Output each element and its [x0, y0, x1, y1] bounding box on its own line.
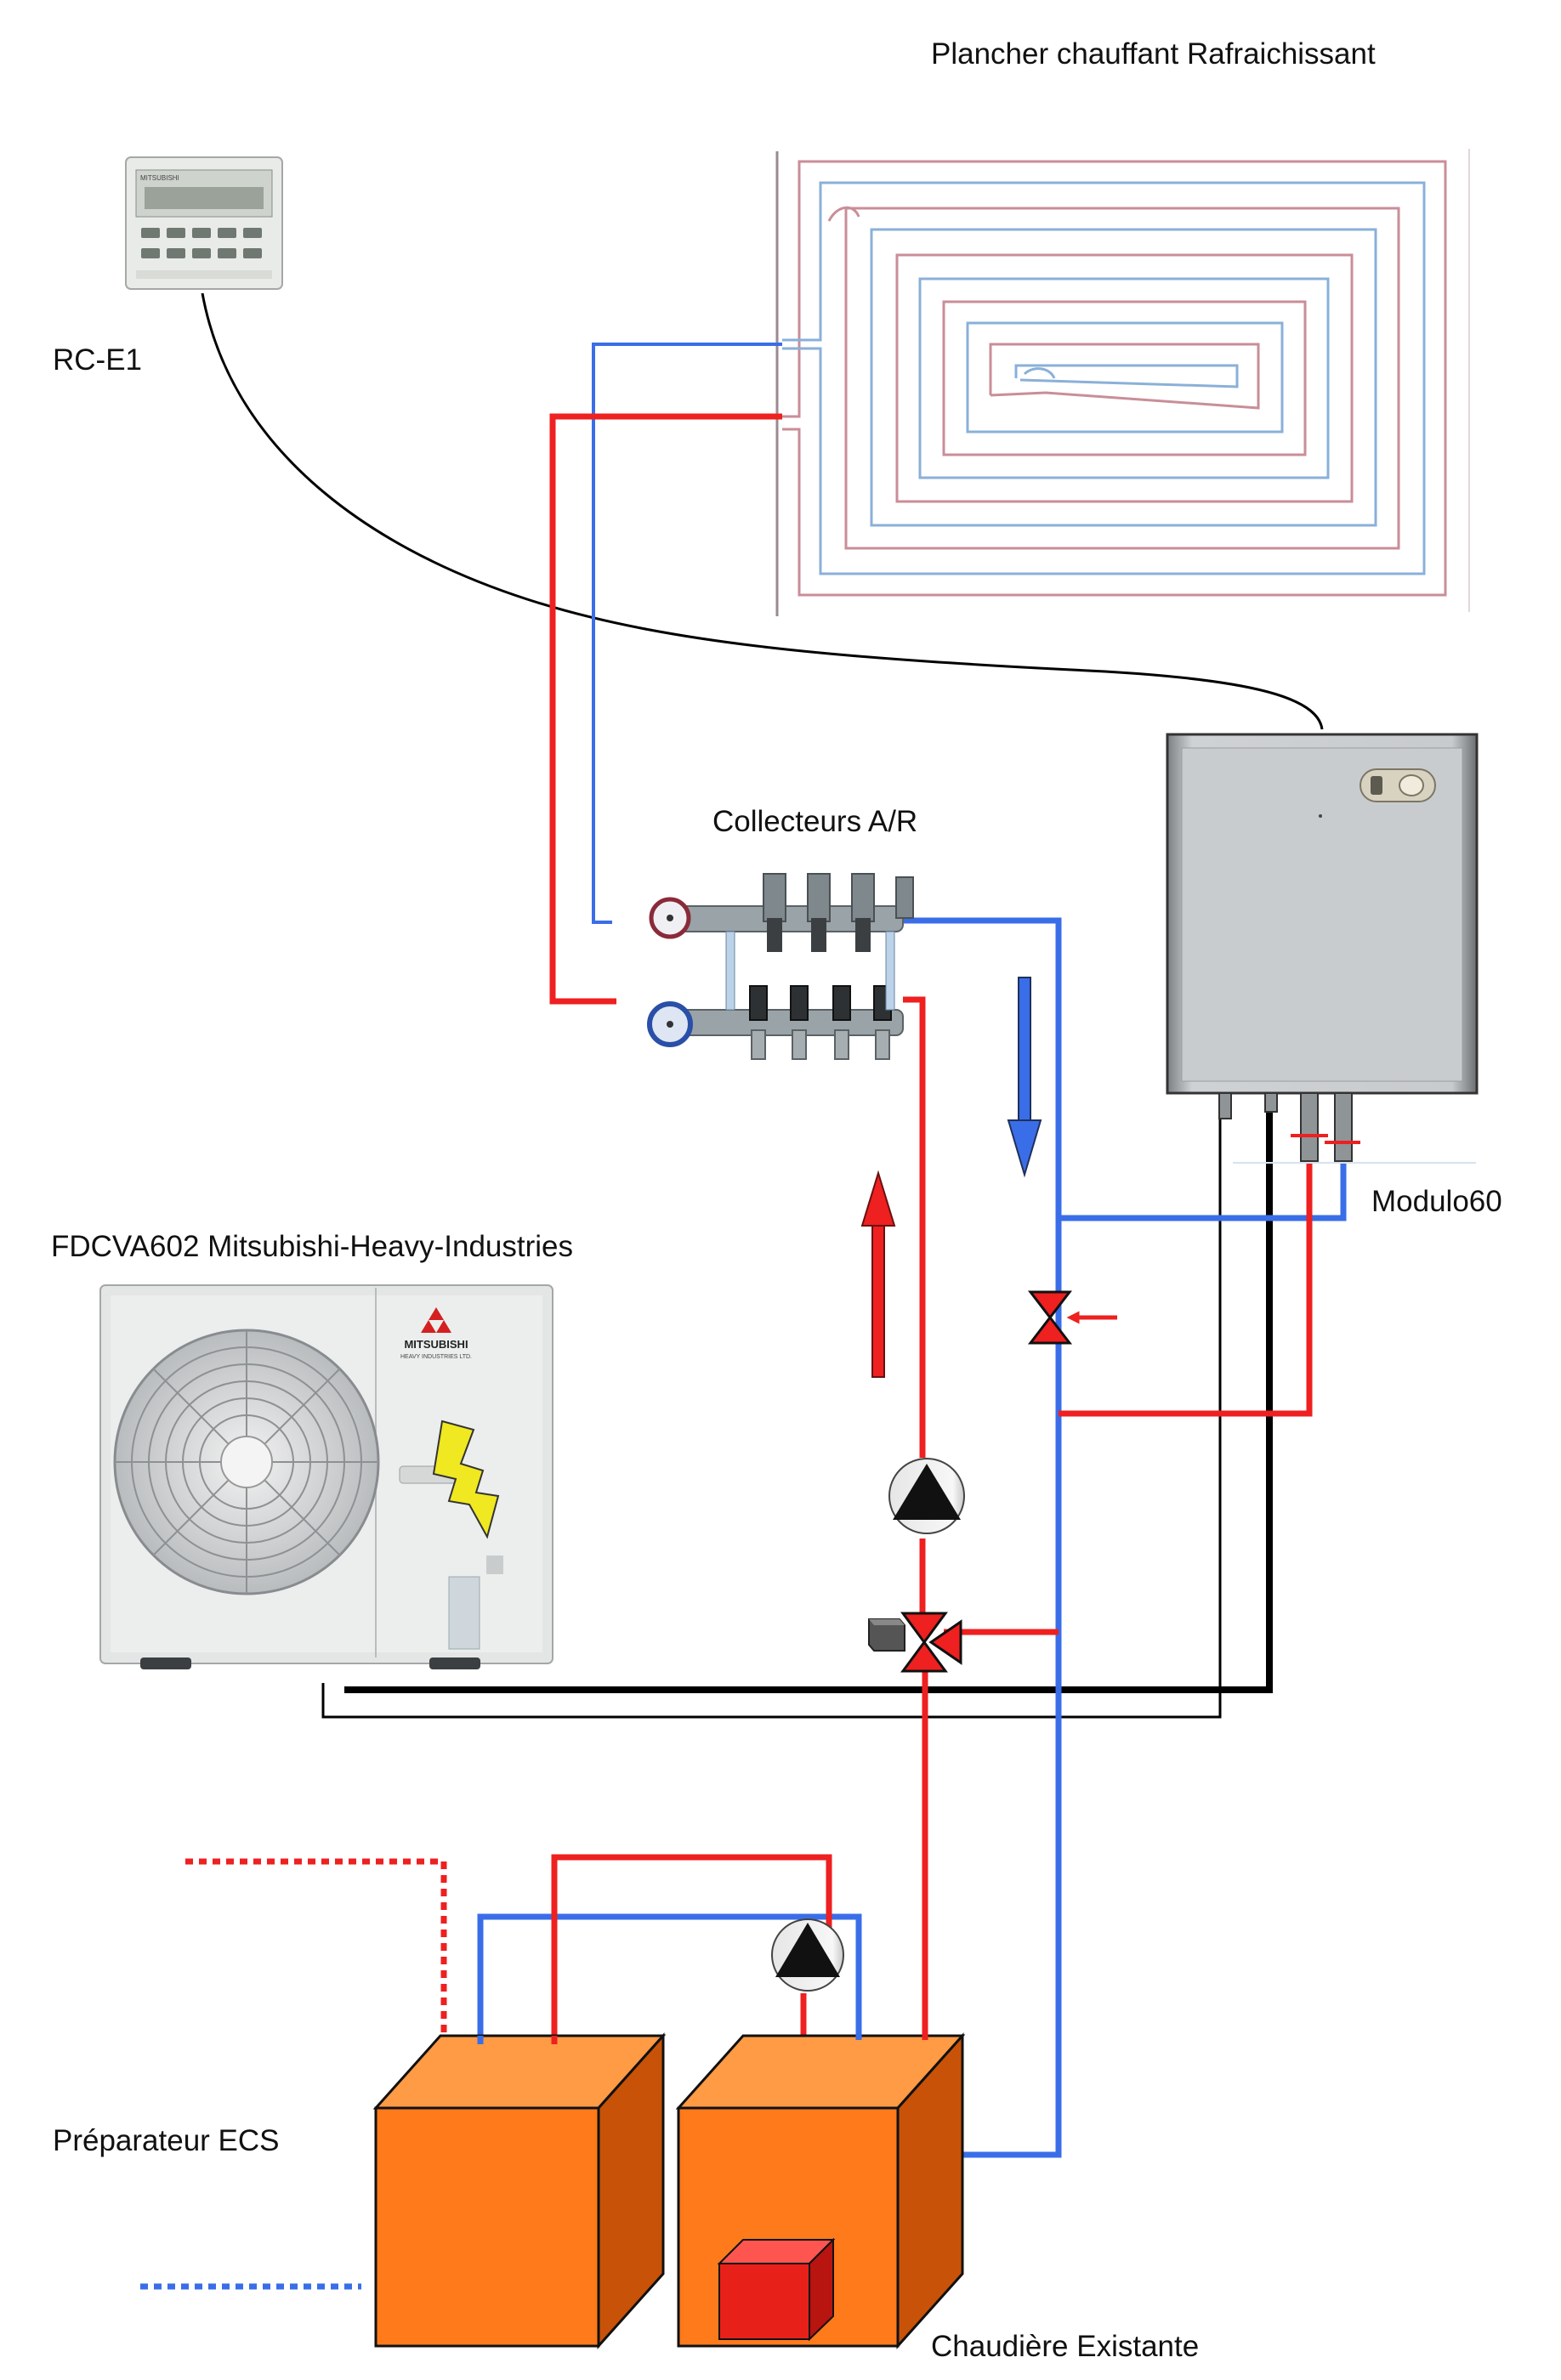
supply-circulator-pump-icon	[888, 1458, 965, 1534]
module-label: Modulo60	[1371, 1185, 1502, 1218]
module-return-pipe	[1059, 1163, 1347, 1221]
manifold-return-pipe	[901, 917, 1062, 2158]
fdcva602-outdoor-unit: MITSUBISHI HEAVY INDUSTRIES LTD.	[99, 1284, 553, 1669]
rc-e1-remote-control: MITSUBISHI	[125, 156, 283, 290]
dhw-tank	[372, 2032, 667, 2349]
manifold-label: Collecteurs A/R	[712, 805, 917, 838]
module-supply-pipe	[1059, 1163, 1313, 1417]
check-valve-icon	[1027, 1290, 1117, 1345]
floor-heating-label: Plancher chauffant Rafraichissant	[931, 37, 1376, 71]
outdoor-unit-label: FDCVA602 Mitsubishi-Heavy-Industries	[51, 1230, 573, 1263]
outdoor-brand-text: MITSUBISHI	[404, 1338, 468, 1351]
outdoor-brand-subtext: HEAVY INDUSTRIES LTD.	[400, 1354, 472, 1360]
manifold-supply-pipe	[903, 996, 926, 1458]
remote-control-label: RC-E1	[53, 343, 142, 377]
dhw-supply-pipe	[551, 1854, 832, 2040]
lightning-icon	[432, 1420, 500, 1539]
outdoor-signal-cable	[321, 1090, 1222, 1719]
floor-heating-loop	[775, 149, 1470, 616]
outdoor-power-cable	[344, 1086, 1273, 1693]
dhw-return-pipe	[477, 1913, 862, 2040]
burner-block	[717, 2237, 836, 2342]
dhw-tank-label: Préparateur ECS	[53, 2124, 280, 2157]
return-flow-arrow-icon	[1007, 977, 1042, 1178]
boiler-label: Chaudière Existante	[931, 2330, 1199, 2363]
dhw-hot-outlet	[185, 1858, 447, 2040]
floor-return-pipe	[592, 343, 782, 924]
manifold-collector	[647, 873, 914, 1060]
remote-signal-cable	[201, 292, 1324, 730]
dhw-circulator-pump-icon	[771, 1918, 844, 1992]
supply-flow-arrow-icon	[860, 1170, 896, 1378]
three-way-valve-icon	[868, 1612, 962, 1673]
remote-brand-text: MITSUBISHI	[140, 174, 179, 182]
existing-boiler	[675, 2032, 966, 2349]
floor-supply-pipe	[549, 413, 782, 1005]
modulo60-hydraulic-module	[1166, 733, 1479, 1164]
